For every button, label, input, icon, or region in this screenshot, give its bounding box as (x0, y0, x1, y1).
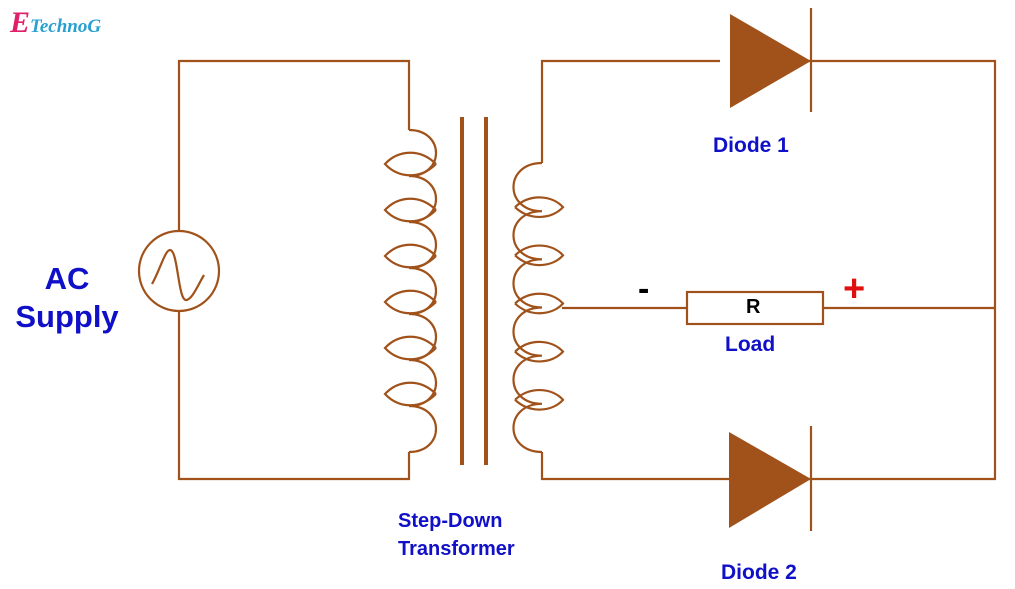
ac-supply-label-line2: Supply (15, 299, 119, 334)
load-resistor (685, 290, 825, 326)
primary-coil-loop (383, 289, 437, 315)
ac-supply-label-line1: AC (44, 261, 90, 296)
primary-coil-loop (383, 243, 437, 269)
ac-source-icon (137, 229, 221, 313)
load-label: Load (725, 333, 776, 356)
primary-coil-loop (383, 151, 437, 177)
diode-1-label: Diode 1 (713, 134, 789, 157)
secondary-coil-loop (514, 196, 565, 219)
diode-2-symbol (729, 426, 813, 531)
secondary-top-wire (540, 59, 997, 481)
diode-1-symbol (720, 8, 813, 112)
secondary-coil-loop (514, 340, 565, 363)
logo-initial: E (10, 6, 31, 39)
transformer-label-line1: Step-Down (398, 510, 503, 532)
primary-coil-loop (383, 335, 437, 361)
etechnog-logo: ETechnoG (10, 6, 101, 40)
resistor-symbol-label: R (746, 296, 761, 318)
negative-terminal-sign: - (638, 270, 650, 308)
ac-supply-label: AC Supply (12, 260, 122, 336)
primary-coil-loop (383, 381, 437, 407)
primary-coil (383, 128, 437, 454)
secondary-coil (512, 161, 565, 454)
primary-coil-loop (383, 197, 437, 223)
secondary-coil-loop (514, 388, 565, 411)
transformer-label: Step-Down Transformer (398, 507, 515, 563)
positive-terminal-sign: + (843, 268, 866, 310)
logo-text: TechnoG (30, 16, 102, 37)
primary-top-wire (177, 59, 411, 230)
primary-bottom-wire (177, 312, 411, 481)
secondary-coil-loop (514, 244, 565, 267)
secondary-coil-loop (514, 292, 565, 315)
diode-2-label: Diode 2 (721, 561, 797, 584)
transformer-label-line2: Transformer (398, 538, 515, 560)
secondary-coil-humps (512, 161, 543, 454)
